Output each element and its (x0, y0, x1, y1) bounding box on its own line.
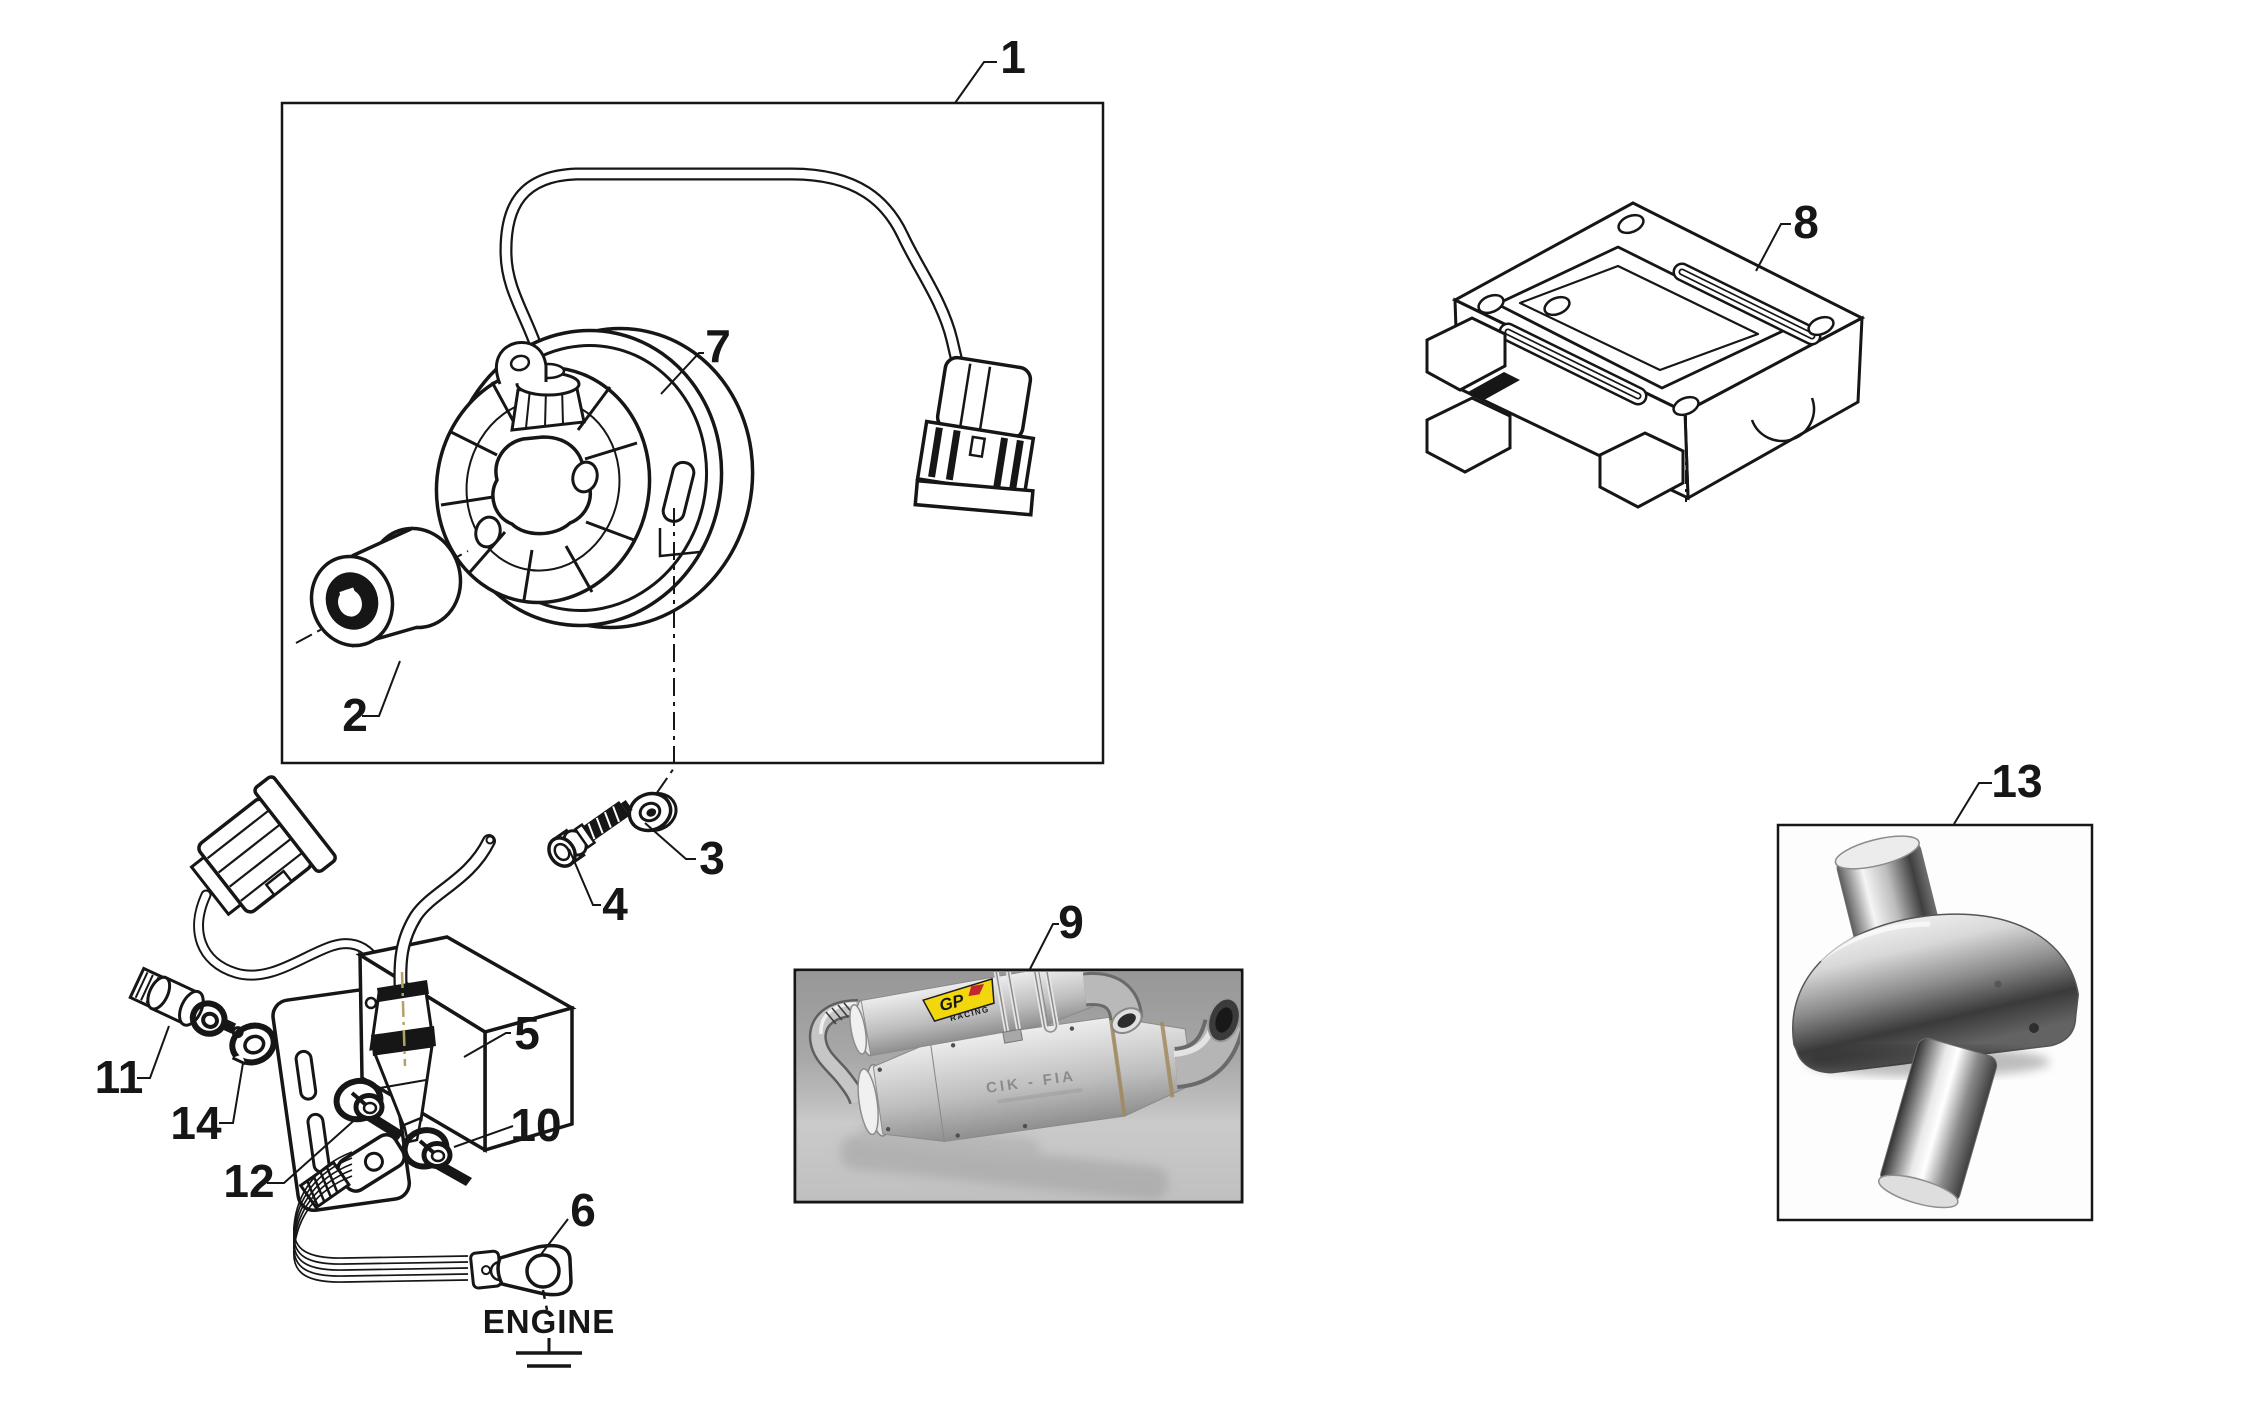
callout-3: 3 (699, 832, 725, 884)
screw-part12 (333, 1077, 404, 1140)
screw-part10 (401, 1127, 472, 1186)
callout-leaders (137, 61, 1992, 1258)
stator-cable-connector (913, 355, 1036, 517)
callout-9: 9 (1058, 896, 1084, 948)
callout-8: 8 (1793, 196, 1819, 248)
lock-washer-part14 (229, 1022, 277, 1068)
bolt-part4 (547, 800, 633, 868)
callout-5: 5 (514, 1007, 540, 1059)
callout-6: 6 (570, 1184, 596, 1236)
mount-ear (494, 340, 548, 385)
callout-1: 1 (1000, 31, 1026, 83)
rotor-bushing (295, 526, 469, 648)
centerline (651, 508, 675, 801)
callout-10: 10 (510, 1099, 561, 1151)
flywheel-stator (434, 326, 755, 801)
tail-elbow (1173, 997, 1240, 1089)
suppressor-part11 (128, 966, 244, 1039)
brand-badge: GP RACING (922, 977, 995, 1023)
lower-muffler: CIK - FIA (857, 1016, 1194, 1143)
engine-label: ENGINE (483, 1303, 616, 1340)
callout-7: 7 (705, 320, 731, 372)
kit-frame-box (280, 101, 1105, 765)
exhaust-photo: CIK - FIA (793, 968, 1244, 1204)
callout-11: 11 (95, 1051, 144, 1103)
washer-part3 (627, 791, 678, 833)
magneto-cable (499, 167, 966, 405)
chrome-damper-photo (1776, 823, 2094, 1222)
callout-4: 4 (602, 878, 628, 930)
upper-muffler: GP RACING (849, 972, 1144, 1057)
boot-centerline (400, 971, 407, 1067)
callout-numbers: 1 2 3 4 5 6 7 8 9 10 11 12 13 14 (95, 31, 2043, 1236)
engine-ground-symbol: ENGINE (483, 1303, 616, 1368)
braided-cable (293, 1151, 469, 1283)
spark-plug-boot (369, 971, 436, 1144)
magneto-connector (189, 775, 337, 917)
ground-strap (293, 1132, 573, 1311)
callout-14: 14 (170, 1097, 222, 1149)
callout-13: 13 (1991, 755, 2042, 807)
callout-2: 2 (342, 689, 368, 741)
mounting-block (1425, 201, 1866, 509)
cable-gland (510, 362, 586, 432)
callout-12: 12 (223, 1155, 274, 1207)
